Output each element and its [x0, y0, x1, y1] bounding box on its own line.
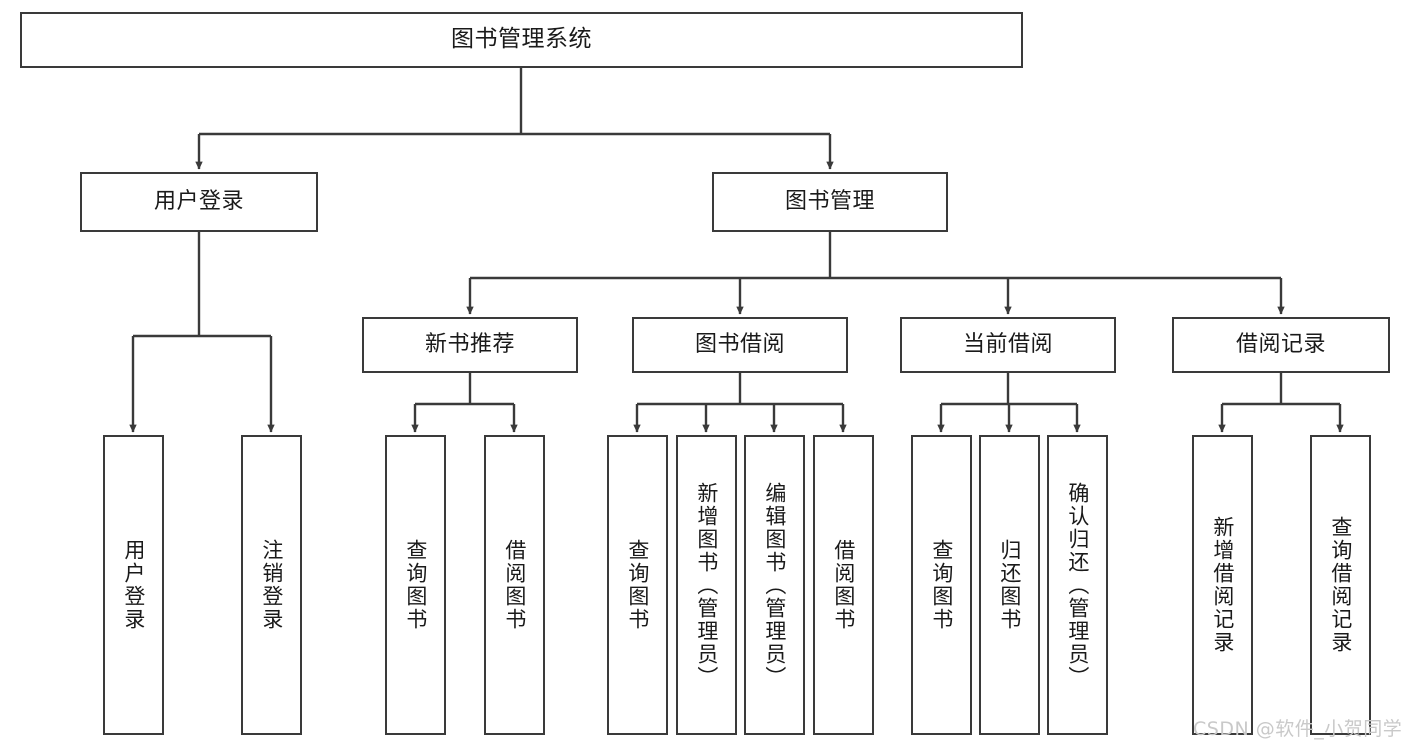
node-leaf-borrow-book-2-label: 借阅图书: [831, 539, 856, 631]
node-user-login[interactable]: 用户登录: [80, 172, 318, 232]
node-leaf-edit-book-admin[interactable]: 编辑图书（管理员）: [744, 435, 805, 735]
node-borrow-record-label: 借阅记录: [1235, 332, 1326, 358]
node-leaf-query-book-2-label: 查询图书: [625, 539, 650, 631]
node-leaf-query-borrow-record[interactable]: 查询借阅记录: [1310, 435, 1371, 735]
node-leaf-confirm-return-admin[interactable]: 确认归还（管理员）: [1047, 435, 1108, 735]
node-current-borrow-label: 当前借阅: [962, 332, 1053, 358]
node-leaf-confirm-return-admin-label: 确认归还（管理员）: [1065, 481, 1090, 689]
node-leaf-query-borrow-record-label: 查询借阅记录: [1328, 516, 1353, 654]
node-borrow-record[interactable]: 借阅记录: [1172, 317, 1390, 373]
node-leaf-query-book-1[interactable]: 查询图书: [385, 435, 446, 735]
node-leaf-query-book-2[interactable]: 查询图书: [607, 435, 668, 735]
node-leaf-user-login[interactable]: 用户登录: [103, 435, 164, 735]
node-new-book-recommend[interactable]: 新书推荐: [362, 317, 578, 373]
node-leaf-logout-login[interactable]: 注销登录: [241, 435, 302, 735]
node-leaf-borrow-book-1[interactable]: 借阅图书: [484, 435, 545, 735]
node-leaf-query-book-3[interactable]: 查询图书: [911, 435, 972, 735]
node-book-manage[interactable]: 图书管理: [712, 172, 948, 232]
node-new-book-recommend-label: 新书推荐: [424, 332, 515, 358]
node-leaf-add-book-admin[interactable]: 新增图书（管理员）: [676, 435, 737, 735]
node-root-label: 图书管理系统: [451, 26, 592, 53]
node-root[interactable]: 图书管理系统: [20, 12, 1023, 68]
node-leaf-query-book-1-label: 查询图书: [403, 539, 428, 631]
node-leaf-return-book[interactable]: 归还图书: [979, 435, 1040, 735]
node-leaf-add-book-admin-label: 新增图书（管理员）: [694, 481, 719, 689]
node-leaf-user-login-label: 用户登录: [121, 539, 146, 631]
node-leaf-borrow-book-2[interactable]: 借阅图书: [813, 435, 874, 735]
node-user-login-label: 用户登录: [153, 189, 244, 215]
node-leaf-add-borrow-record-label: 新增借阅记录: [1210, 516, 1235, 654]
node-book-manage-label: 图书管理: [784, 189, 875, 215]
csdn-watermark: CSDN @软件_小贺同学: [1193, 718, 1403, 740]
node-leaf-return-book-label: 归还图书: [997, 539, 1022, 631]
node-leaf-edit-book-admin-label: 编辑图书（管理员）: [762, 481, 787, 689]
node-leaf-borrow-book-1-label: 借阅图书: [502, 539, 527, 631]
node-book-borrow[interactable]: 图书借阅: [632, 317, 848, 373]
node-book-borrow-label: 图书借阅: [694, 332, 785, 358]
node-current-borrow[interactable]: 当前借阅: [900, 317, 1116, 373]
node-leaf-query-book-3-label: 查询图书: [929, 539, 954, 631]
node-leaf-logout-login-label: 注销登录: [259, 539, 284, 631]
node-leaf-add-borrow-record[interactable]: 新增借阅记录: [1192, 435, 1253, 735]
